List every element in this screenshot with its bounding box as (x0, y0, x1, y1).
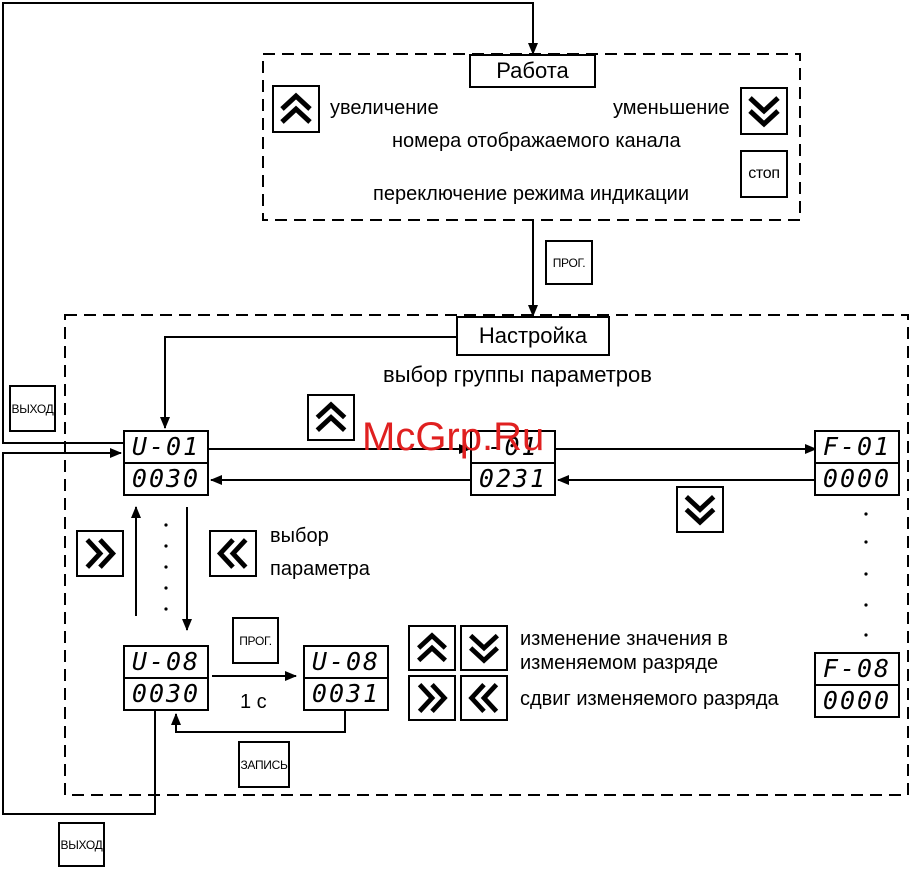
double-chevron-up-icon (417, 632, 447, 663)
display-u08: U-08 0030 (123, 645, 209, 711)
setup-frame (64, 314, 909, 796)
increase-label: увеличение (330, 97, 439, 119)
down-button-setup[interactable] (676, 486, 724, 533)
write-return-arrow (171, 711, 346, 733)
display-f08: F-08 0000 (814, 652, 900, 718)
display-mid-value: 0231 (478, 464, 548, 493)
prog-button-transition[interactable]: ПРОГ. (545, 240, 593, 285)
right-button-param[interactable] (76, 530, 124, 577)
display-u08-param: U-08 (125, 647, 207, 679)
display-u01: U-01 0030 (123, 430, 209, 496)
display-f01-param: F-01 (816, 432, 898, 464)
display-u01-value: 0030 (131, 464, 201, 493)
setup-title: Настройка (456, 316, 610, 356)
exit-button-left[interactable]: ВЫХОД (9, 385, 56, 432)
legend-shift: сдвиг изменяемого разряда (520, 688, 779, 710)
left-button-param[interactable] (209, 530, 257, 577)
exit-button-bottom[interactable]: ВЫХОД (58, 822, 105, 867)
double-chevron-up-icon (315, 401, 347, 432)
left-button-legend[interactable] (460, 675, 508, 721)
group-select-label: выбор группы параметров (383, 362, 652, 387)
display-mid-param: -01 (472, 432, 554, 464)
right-button-legend[interactable] (408, 675, 456, 721)
legend-change-line2: изменяемом разряде (520, 652, 719, 674)
up-button-setup[interactable] (307, 394, 355, 441)
display-u08-new-param: U-08 (305, 647, 387, 679)
double-chevron-down-icon (684, 495, 716, 526)
double-chevron-right-icon (417, 683, 448, 713)
double-chevron-right-icon (85, 538, 117, 569)
decrease-label: уменьшение (613, 97, 730, 119)
display-f01: F-01 0000 (814, 430, 900, 496)
double-chevron-down-icon (469, 633, 499, 664)
double-chevron-down-icon (748, 96, 780, 128)
display-f08-param: F-08 (816, 654, 898, 686)
up-button-work[interactable] (272, 85, 320, 133)
param-select-line2: параметра (270, 558, 370, 580)
display-u08-value: 0030 (131, 679, 201, 708)
setup-to-u01-arrow (160, 336, 456, 429)
up-button-legend[interactable] (408, 625, 456, 671)
down-button-legend[interactable] (460, 625, 508, 671)
display-u08-new: U-08 0031 (303, 645, 389, 711)
mode-switch-label: переключение режима индикации (373, 183, 690, 205)
exit-loop-top (2, 2, 538, 444)
double-chevron-left-icon (468, 683, 499, 713)
double-chevron-up-icon (280, 92, 312, 124)
channel-number-label: номера отображаемого канала (392, 130, 681, 152)
stop-button[interactable]: стоп (740, 150, 788, 198)
display-f01-value: 0000 (822, 464, 892, 493)
work-title: Работа (469, 54, 596, 88)
display-u01-param: U-01 (125, 432, 207, 464)
double-chevron-left-icon (216, 538, 248, 569)
display-mid: -01 0231 (470, 430, 556, 496)
legend-change-line1: изменение значения в (520, 628, 728, 650)
watermark: McGrp.Ru (362, 415, 545, 459)
prog-button-setup[interactable]: ПРОГ. (232, 617, 279, 664)
dots (164, 512, 868, 637)
param-select-line1: выбор (270, 525, 329, 547)
write-button[interactable]: ЗАПИСЬ (238, 741, 290, 788)
display-u08-new-value: 0031 (311, 679, 381, 708)
delay-label: 1 с (240, 691, 267, 713)
exit-loop-bottom (2, 448, 156, 815)
down-button-work[interactable] (740, 87, 788, 135)
display-f08-value: 0000 (822, 686, 892, 715)
